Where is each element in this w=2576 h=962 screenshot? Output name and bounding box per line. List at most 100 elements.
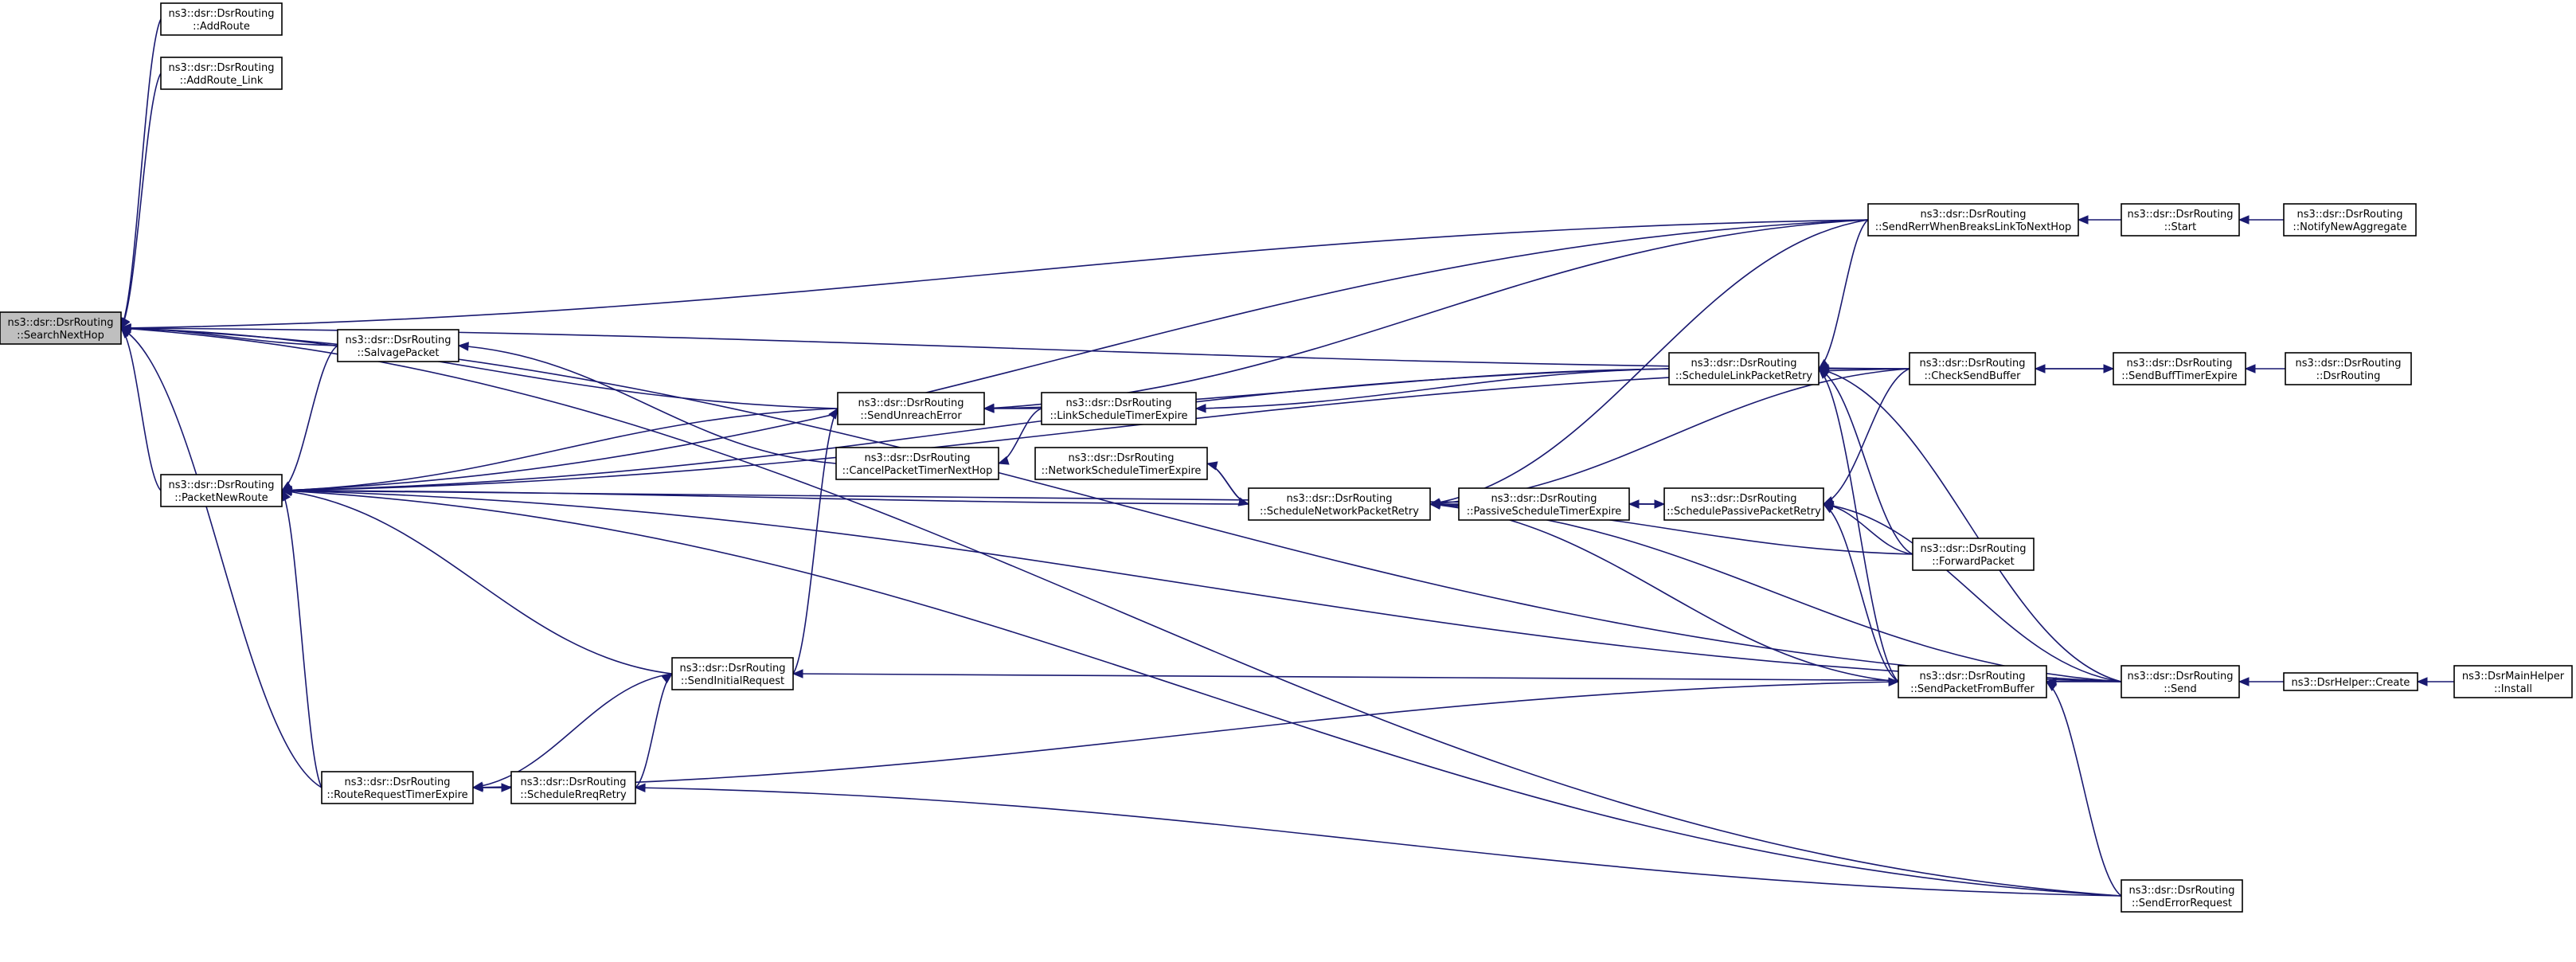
node-box[interactable] <box>835 447 999 480</box>
node-box[interactable] <box>1898 665 2047 698</box>
node-box[interactable] <box>1041 392 1197 425</box>
node-box[interactable] <box>1668 352 1820 385</box>
node-box[interactable] <box>2283 203 2417 237</box>
node-senderrreq[interactable]: ns3::dsr::DsrRouting::SendErrorRequest <box>2121 879 2243 913</box>
node-label-line: ns3::dsr::DsrRouting <box>2128 671 2234 682</box>
node-box[interactable] <box>2285 352 2412 385</box>
node-netsched[interactable]: ns3::dsr::DsrRouting::NetworkScheduleTim… <box>1034 447 1208 480</box>
node-box[interactable] <box>2113 352 2246 385</box>
node-label-line: ::CancelPacketTimerNextHop <box>842 465 993 477</box>
arrowhead-icon <box>457 342 469 351</box>
node-box[interactable] <box>837 392 985 425</box>
arrowhead-icon <box>634 783 646 792</box>
node-ctor[interactable]: ns3::dsr::DsrRouting::DsrRouting <box>2285 352 2412 385</box>
node-label-line: ns3::dsr::DsrRouting <box>345 776 451 788</box>
call-edge <box>1206 463 1249 505</box>
node-label-line: ::ForwardPacket <box>1932 556 2015 568</box>
node-label-line: ns3::dsr::DsrRouting <box>1691 493 1797 505</box>
node-schedreq[interactable]: ns3::dsr::DsrRouting::ScheduleRreqRetry <box>510 771 636 804</box>
node-label-line: ::CheckSendBuffer <box>1925 370 2022 382</box>
call-edge <box>1429 503 2122 682</box>
node-label-line: ::SendBuffTimerExpire <box>2121 370 2238 382</box>
node-box[interactable] <box>1034 447 1208 480</box>
call-edge <box>1818 368 1913 555</box>
node-box[interactable] <box>1248 487 1431 521</box>
node-label-line: ns3::dsr::DsrRouting <box>1069 452 1175 464</box>
call-edge <box>1823 368 1910 505</box>
node-box[interactable] <box>1458 487 1630 521</box>
call-edge <box>1818 368 1899 682</box>
node-label-line: ::SendPacketFromBuffer <box>1910 683 2035 695</box>
node-mainhelper[interactable]: ns3::DsrMainHelper::Install <box>2453 665 2573 698</box>
node-box[interactable] <box>337 329 459 362</box>
node-box[interactable] <box>160 474 283 507</box>
node-box[interactable] <box>2453 665 2573 698</box>
node-box[interactable] <box>0 311 122 345</box>
call-edge <box>120 18 162 329</box>
node-sendfrombuf[interactable]: ns3::dsr::DsrRouting::SendPacketFromBuff… <box>1898 665 2047 698</box>
node-box[interactable] <box>1867 203 2079 237</box>
arrowhead-icon <box>2238 215 2250 225</box>
node-search[interactable]: ns3::dsr::DsrRouting::SearchNextHop <box>0 311 122 345</box>
node-cancelpkt[interactable]: ns3::dsr::DsrRouting::CancelPacketTimerN… <box>835 447 999 480</box>
node-pktnewroute[interactable]: ns3::dsr::DsrRouting::PacketNewRoute <box>160 474 283 507</box>
node-addroutelink[interactable]: ns3::dsr::DsrRouting::AddRoute_Link <box>160 57 283 90</box>
node-addroute[interactable]: ns3::dsr::DsrRouting::AddRoute <box>160 2 283 36</box>
arrowhead-icon <box>2045 681 2058 691</box>
node-box[interactable] <box>321 771 474 804</box>
node-box[interactable] <box>160 2 283 36</box>
node-box[interactable] <box>160 57 283 90</box>
node-box[interactable] <box>510 771 636 804</box>
node-box[interactable] <box>2121 879 2243 913</box>
arrowhead-icon <box>2103 364 2115 373</box>
node-box[interactable] <box>671 657 794 690</box>
arrowhead-icon <box>2077 215 2089 225</box>
node-label-line: ns3::dsr::DsrRouting <box>680 663 786 675</box>
call-edge <box>281 219 1869 491</box>
node-sendinitial[interactable]: ns3::dsr::DsrRouting::SendInitialRequest <box>671 657 794 690</box>
node-label-line: ::ScheduleLinkPacketRetry <box>1675 370 1813 382</box>
node-rreqtimer[interactable]: ns3::dsr::DsrRouting::RouteRequestTimerE… <box>321 771 474 804</box>
node-box[interactable] <box>2121 203 2240 237</box>
node-box[interactable] <box>2283 672 2418 691</box>
call-edge <box>1195 368 1670 409</box>
node-sendbufftimer[interactable]: ns3::dsr::DsrRouting::SendBuffTimerExpir… <box>2113 352 2246 385</box>
call-edge <box>120 219 1869 329</box>
arrowhead-icon <box>1822 501 1835 510</box>
node-forward[interactable]: ns3::dsr::DsrRouting::ForwardPacket <box>1912 538 2035 571</box>
node-sendunreach[interactable]: ns3::dsr::DsrRouting::SendUnreachError <box>837 392 985 425</box>
node-linksched[interactable]: ns3::dsr::DsrRouting::LinkScheduleTimerE… <box>1041 392 1197 425</box>
node-label-line: ::SalvagePacket <box>357 347 439 359</box>
arrowhead-icon <box>2244 364 2256 373</box>
call-edge <box>281 490 322 788</box>
node-label-line: ns3::dsr::DsrRouting <box>169 8 275 20</box>
node-schednet[interactable]: ns3::dsr::DsrRouting::ScheduleNetworkPac… <box>1248 487 1431 521</box>
node-start[interactable]: ns3::dsr::DsrRouting::Start <box>2121 203 2240 237</box>
node-label-line: ns3::dsr::DsrRouting <box>2297 209 2403 221</box>
node-passsched[interactable]: ns3::dsr::DsrRouting::PassiveScheduleTim… <box>1458 487 1630 521</box>
node-box[interactable] <box>1663 487 1824 521</box>
call-edge <box>1823 503 1913 555</box>
node-label-line: ::Start <box>2164 221 2197 233</box>
node-label-line: ::PassiveScheduleTimerExpire <box>1467 506 1622 518</box>
node-box[interactable] <box>1909 352 2036 385</box>
node-send[interactable]: ns3::dsr::DsrRouting::Send <box>2121 665 2240 698</box>
call-edge <box>1818 368 2122 682</box>
arrowhead-icon <box>1888 677 1900 686</box>
node-box[interactable] <box>1912 538 2035 571</box>
arrowhead-icon <box>280 486 292 496</box>
node-checksend[interactable]: ns3::dsr::DsrRouting::CheckSendBuffer <box>1909 352 2036 385</box>
node-schedlink[interactable]: ns3::dsr::DsrRouting::ScheduleLinkPacket… <box>1668 352 1820 385</box>
node-box[interactable] <box>2121 665 2240 698</box>
node-label-line: ns3::dsr::DsrRouting <box>1921 543 2027 555</box>
node-schedpassive[interactable]: ns3::dsr::DsrRouting::SchedulePassivePac… <box>1663 487 1824 521</box>
node-notify[interactable]: ns3::dsr::DsrRouting::NotifyNewAggregate <box>2283 203 2417 237</box>
call-edge <box>120 327 322 788</box>
node-helpercreate[interactable]: ns3::DsrHelper::Create <box>2283 672 2418 691</box>
node-sendrerr[interactable]: ns3::dsr::DsrRouting::SendRerrWhenBreaks… <box>1867 203 2079 237</box>
nodes-layer: ns3::dsr::DsrRouting::SearchNextHopns3::… <box>0 2 2573 913</box>
call-edge <box>635 787 2122 897</box>
node-label-line: ::AddRoute_Link <box>180 75 264 87</box>
arrowhead-icon <box>2416 677 2428 686</box>
node-salvage[interactable]: ns3::dsr::DsrRouting::SalvagePacket <box>337 329 459 362</box>
